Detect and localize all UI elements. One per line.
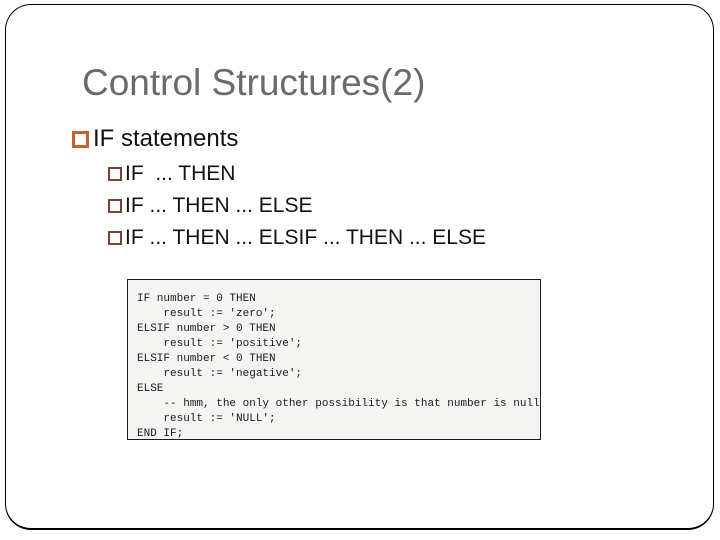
hollow-square-bullet-icon <box>108 167 122 181</box>
sub-bullet-label: IF ... THEN ... ELSIF ... THEN ... ELSE <box>125 226 486 249</box>
hollow-square-bullet-icon <box>108 199 122 213</box>
sub-bullet-label: IF ... THEN ... ELSE <box>125 194 313 217</box>
hollow-square-bullet-icon <box>108 231 122 245</box>
bullet-item-if-statements: IF statements <box>72 125 238 153</box>
slide-title: Control Structures(2) <box>82 62 426 103</box>
sub-bullet-if-then-else: IF ... THEN ... ELSE <box>108 194 313 218</box>
sub-bullet-label: IF ... THEN <box>125 162 236 185</box>
bullet-label: IF statements <box>93 125 239 152</box>
slide-border-frame: Control Structures(2) IF statements IF .… <box>5 4 714 530</box>
hollow-square-bullet-icon <box>72 130 89 148</box>
code-snippet-box: IF number = 0 THEN result := 'zero'; ELS… <box>127 279 541 440</box>
sub-bullet-if-then: IF ... THEN <box>108 162 235 186</box>
code-snippet-text: IF number = 0 THEN result := 'zero'; ELS… <box>137 293 540 440</box>
sub-bullet-if-then-elsif: IF ... THEN ... ELSIF ... THEN ... ELSE <box>108 226 486 250</box>
